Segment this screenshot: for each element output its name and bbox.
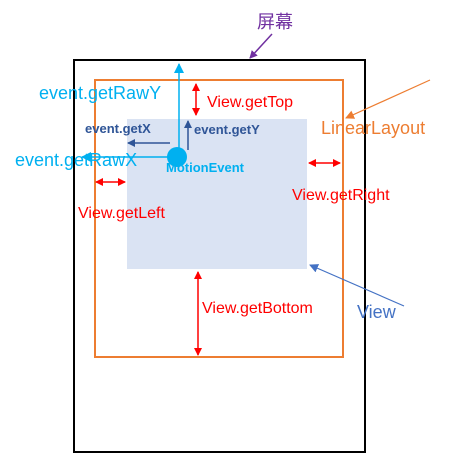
raw-y-label: event.getRawY (39, 83, 161, 103)
view-get-bottom-label: View.getBottom (202, 300, 313, 317)
get-y-label: event.getY (194, 122, 260, 137)
linear-layout-frame (94, 79, 344, 358)
screen-frame (73, 59, 366, 453)
screen-label: 屏幕 (257, 12, 293, 32)
view-get-top-label: View.getTop (207, 94, 293, 111)
touch-point (167, 147, 187, 167)
raw-x-label: event.getRawX (15, 150, 137, 170)
view-get-left-label: View.getLeft (78, 205, 165, 222)
view-box (127, 119, 307, 269)
linear-layout-label: LinearLayout (321, 118, 425, 138)
linear-layout-pointer-arrow (345, 79, 431, 119)
motion-event-label: MotionEvent (166, 160, 245, 175)
view-get-right-label: View.getRight (292, 187, 390, 204)
view-pointer-arrow (309, 264, 405, 307)
screen-pointer-arrow (249, 33, 273, 59)
view-label: View (357, 302, 397, 322)
get-x-label: event.getX (85, 121, 151, 136)
